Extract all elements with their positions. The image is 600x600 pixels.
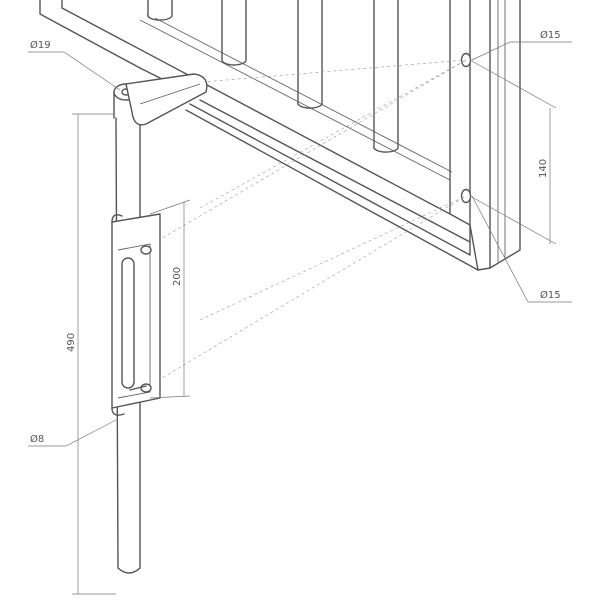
rod-handle [125,73,208,126]
label-hole-top-diameter: Ø15 [540,29,561,41]
label-rod-length: 490 [66,333,77,352]
gate-balusters [147,0,399,153]
label-hole-bottom-diameter: Ø15 [540,289,561,301]
guide-bracket [111,213,161,416]
label-rod-head-diameter: Ø19 [30,39,51,51]
label-bracket-height: 200 [172,267,183,286]
label-hole-spacing: 140 [538,159,549,178]
hole-bottom [460,188,472,204]
dimension-lines [28,41,572,595]
gate-frame [39,0,521,271]
label-rod-diameter: Ø8 [30,433,44,445]
dimension-labels: Ø19 Ø15 Ø15 140 200 490 Ø8 [30,29,561,445]
mounting-holes [460,52,472,204]
